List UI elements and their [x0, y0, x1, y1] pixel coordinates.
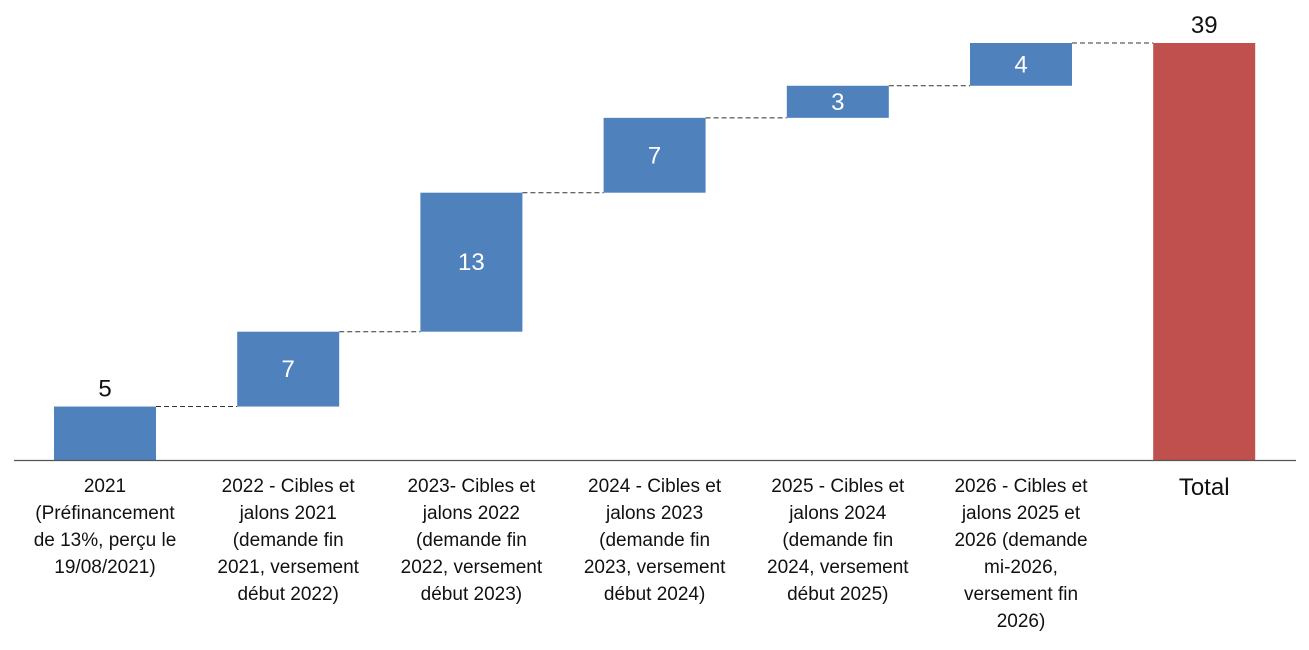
data-label-5: 3 — [831, 89, 844, 116]
bar-4 — [603, 117, 706, 193]
data-label-6: 4 — [1014, 51, 1027, 78]
x-tick-label-7: Total — [1178, 474, 1230, 501]
data-label-4: 7 — [648, 142, 661, 169]
data-label-7: 39 — [1191, 12, 1218, 39]
bar-total — [1153, 43, 1256, 460]
bar-5 — [786, 85, 889, 118]
data-label-2: 7 — [282, 356, 295, 383]
bar-6 — [970, 43, 1072, 86]
bar-3 — [420, 192, 523, 332]
data-label-3: 13 — [458, 249, 485, 276]
data-label-1: 5 — [98, 376, 111, 403]
bar-1 — [54, 406, 156, 460]
bar-2 — [237, 331, 340, 407]
